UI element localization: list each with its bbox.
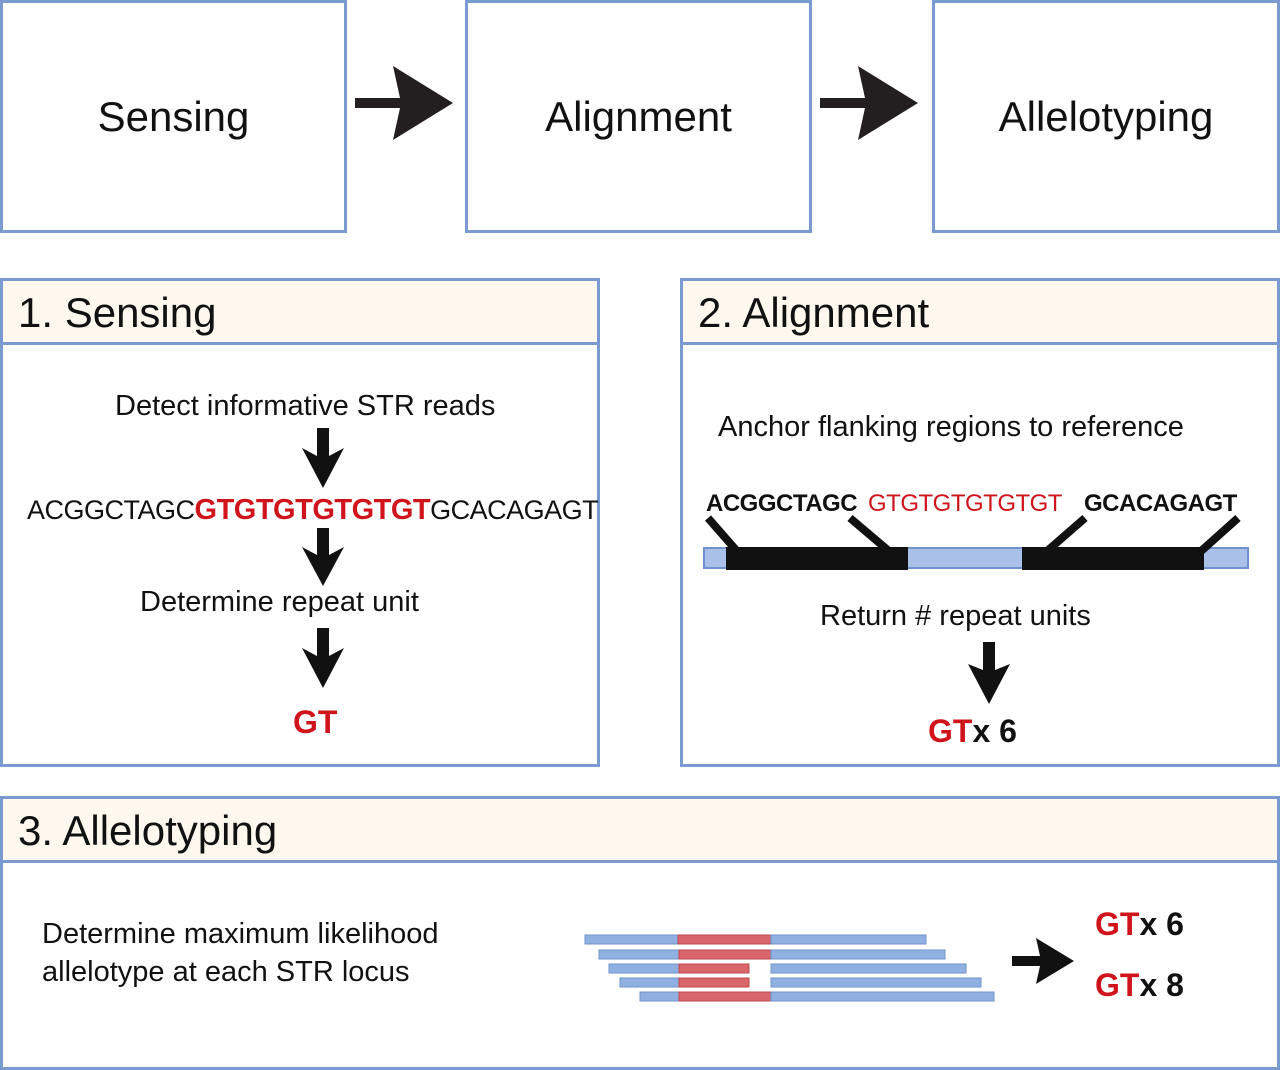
alignment-step-anchor: Anchor flanking regions to reference (718, 411, 1184, 443)
right-flank: GCACAGAGT (430, 495, 599, 525)
arrow-down-icon (302, 428, 344, 488)
allele-count: x 8 (1139, 967, 1184, 1003)
sensing-sequence: ACGGCTAGCGTGTGTGTGTGTGCACAGAGT (27, 494, 599, 527)
reference-alignment-graphic (703, 514, 1249, 570)
arrow-right-icon (1012, 938, 1074, 984)
right-anchor-block (1022, 547, 1204, 570)
sensing-result-unit: GT (293, 704, 338, 740)
panel-allelotyping: 3. Allelotyping (0, 796, 1280, 1070)
arrow-down-icon (302, 628, 344, 688)
left-anchor-block (726, 547, 908, 570)
allelotyping-description-line2: allelotype at each STR locus (42, 956, 410, 988)
allelotyping-description-line1: Determine maximum likelihood (42, 918, 439, 950)
stage-box-allelotyping: Allelotyping (932, 0, 1280, 233)
stage-label-allelotyping: Allelotyping (998, 92, 1214, 140)
repeat-region: GTGTGTGTGTGT (194, 494, 431, 526)
alignment-repeat: GTGTGTGTGTGT (868, 490, 1062, 517)
alignment-step-return: Return # repeat units (820, 600, 1091, 632)
allele-1: GTx 6 (1095, 906, 1184, 943)
panel-title: 1. Sensing (3, 281, 597, 345)
read-4 (619, 977, 982, 988)
sensing-step-detect: Detect informative STR reads (115, 390, 496, 422)
stage-box-alignment: Alignment (465, 0, 812, 233)
allele-count: x 6 (1139, 906, 1184, 942)
alignment-left-flank: ACGGCTAGC (706, 490, 858, 517)
result-count: x 6 (972, 713, 1017, 749)
panel-title: 3. Allelotyping (3, 799, 1277, 863)
read-2 (598, 949, 946, 960)
arrow-down-icon (302, 528, 344, 586)
alignment-right-flank: GCACAGAGT (1084, 490, 1237, 517)
read-1 (584, 934, 927, 945)
sensing-step-determine: Determine repeat unit (140, 586, 419, 618)
left-flank: ACGGCTAGC (27, 495, 195, 525)
allele-unit: GT (1095, 967, 1140, 1003)
read-3 (608, 963, 967, 974)
panel-title: 2. Alignment (683, 281, 1277, 345)
allele-unit: GT (1095, 906, 1140, 942)
stage-box-sensing: Sensing (0, 0, 347, 233)
arrow-right-icon (820, 66, 918, 140)
alignment-result: GTx 6 (928, 713, 1017, 750)
arrow-right-icon (355, 66, 453, 140)
read-5 (639, 991, 995, 1002)
allele-2: GTx 8 (1095, 967, 1184, 1004)
read-pileup (584, 934, 995, 1002)
stage-label-sensing: Sensing (97, 92, 250, 140)
arrow-down-icon (968, 642, 1010, 704)
stage-label-alignment: Alignment (545, 92, 732, 140)
result-unit: GT (928, 713, 973, 749)
panel-sensing: 1. Sensing (0, 278, 600, 767)
